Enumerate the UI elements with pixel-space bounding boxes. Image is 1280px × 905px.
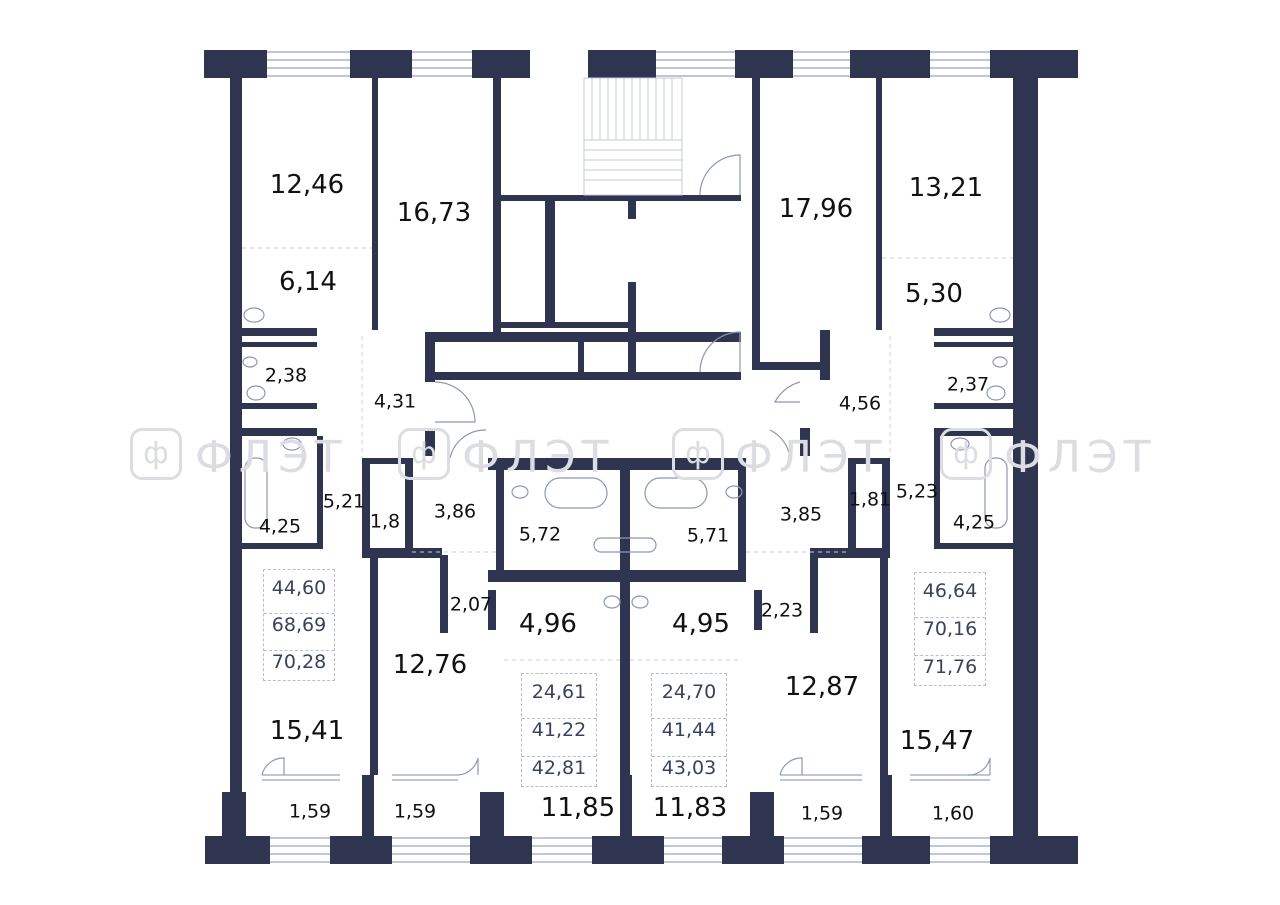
- room-area-label: 2,23: [760, 599, 804, 622]
- total-area: 70,16: [915, 616, 985, 640]
- room-area-label: 4,96: [519, 609, 577, 639]
- apartment-summary-center-left: 24,61 41,22 42,81: [521, 673, 597, 787]
- balcony-area-label: 1,59: [288, 800, 332, 823]
- room-area-label: 3,86: [433, 500, 477, 523]
- doors: [261, 154, 991, 776]
- room-area-label: 2,38: [264, 364, 308, 387]
- balcony-area-label: 1,59: [393, 800, 437, 823]
- room-area-label: 5,23: [895, 480, 939, 503]
- room-area-label: 5,72: [518, 523, 562, 546]
- apartment-summary-right: 46,64 70,16 71,76: [914, 572, 986, 686]
- watermark-text: ФЛЭТ: [1004, 432, 1157, 483]
- room-area-label: 12,76: [392, 650, 468, 680]
- room-area-label: 4,95: [672, 609, 730, 639]
- living-area: 24,70: [661, 681, 717, 704]
- total-area: 68,69: [264, 613, 334, 636]
- room-area-label: 1,8: [369, 510, 401, 533]
- room-area-label: 15,47: [899, 726, 975, 756]
- balcony-area-label: 1,60: [931, 802, 975, 825]
- total-with-balcony: 42,81: [522, 755, 596, 779]
- room-area-label: 5,21: [322, 490, 366, 513]
- room-area-label: 12,46: [269, 170, 345, 200]
- total-with-balcony: 71,76: [915, 654, 985, 678]
- room-area-label: 2,07: [449, 593, 493, 616]
- room-area-label: 11,83: [652, 793, 728, 823]
- fixtures: [242, 307, 1011, 609]
- room-area-label: 5,71: [686, 524, 730, 547]
- watermark-logo-icon: ф: [940, 428, 992, 480]
- total-with-balcony: 43,03: [652, 755, 726, 779]
- room-area-label: 2,37: [946, 373, 990, 396]
- room-area-label: 16,73: [396, 198, 472, 228]
- room-area-label: 4,25: [258, 515, 302, 538]
- windows: [262, 51, 990, 863]
- room-area-label: 3,85: [779, 503, 823, 526]
- room-area-label: 4,31: [373, 390, 417, 413]
- watermark-text: ФЛЭТ: [735, 432, 888, 483]
- watermark-logo-icon: ф: [672, 428, 724, 480]
- room-area-label: 6,14: [279, 267, 337, 297]
- room-area-label: 17,96: [778, 194, 854, 224]
- living-area: 24,61: [531, 681, 587, 704]
- staircase: [583, 77, 683, 196]
- room-area-label: 13,21: [908, 173, 984, 203]
- living-area: 46,64: [922, 580, 978, 603]
- room-area-label: 11,85: [540, 793, 616, 823]
- total-area: 41,22: [522, 717, 596, 741]
- living-area: 44,60: [271, 577, 327, 599]
- apartment-summary-center-right: 24,70 41,44 43,03: [651, 673, 727, 787]
- total-with-balcony: 70,28: [264, 650, 334, 673]
- total-area: 41,44: [652, 717, 726, 741]
- room-area-label: 1,81: [848, 488, 892, 511]
- watermark-text: ФЛЭТ: [462, 432, 615, 483]
- balcony-area-label: 1,59: [800, 802, 844, 825]
- watermark-logo-icon: ф: [398, 428, 450, 480]
- apartment-summary-left: 44,60 68,69 70,28: [263, 569, 335, 681]
- room-area-label: 4,25: [952, 511, 996, 534]
- room-area-label: 15,41: [269, 716, 345, 746]
- walls: [204, 50, 1078, 864]
- room-area-label: 5,30: [905, 279, 963, 309]
- zone-lines: [242, 247, 1013, 661]
- room-area-label: 12,87: [784, 672, 860, 702]
- room-area-label: 4,56: [838, 392, 882, 415]
- watermark-text: ФЛЭТ: [195, 432, 348, 483]
- watermark-logo-icon: ф: [130, 428, 182, 480]
